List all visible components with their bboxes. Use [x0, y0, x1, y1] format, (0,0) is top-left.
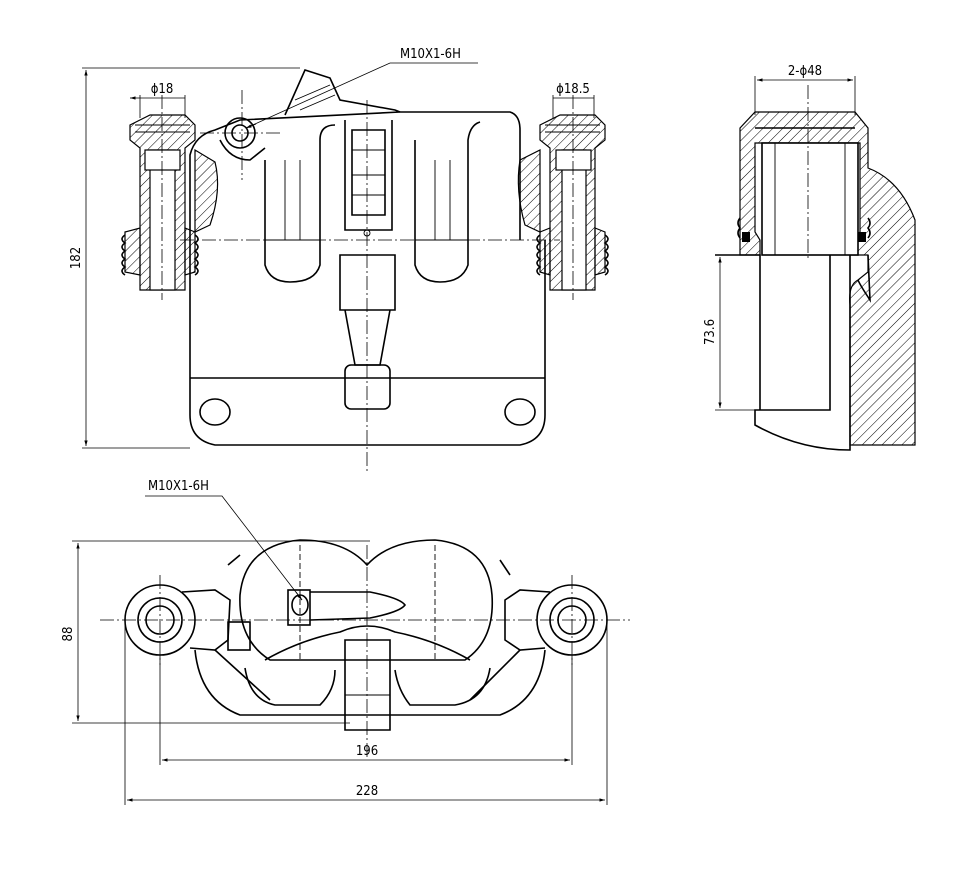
- depth-dim: 73.6: [703, 319, 718, 345]
- front-height-dim: 182: [69, 247, 84, 269]
- front-view: 182 ϕ18 ϕ18.5 M10X1-6H: [69, 47, 609, 472]
- outer-width-dim: 228: [356, 784, 378, 799]
- inner-width-dim: 196: [356, 744, 378, 759]
- top-thread-label: M10X1-6H: [148, 479, 209, 494]
- left-bore-dim: ϕ18: [151, 82, 174, 97]
- right-bore-dim: ϕ18.5: [556, 82, 590, 97]
- top-view: 88 196 228 M10X1-6H: [61, 479, 630, 805]
- section-view: 2-ϕ48 73.6: [703, 64, 916, 451]
- piston-dim: 2-ϕ48: [788, 64, 822, 79]
- right-guide-pin: [517, 114, 609, 291]
- top-height-dim: 88: [61, 627, 76, 642]
- front-thread-label: M10X1-6H: [400, 47, 461, 62]
- left-guide-pin: [121, 114, 219, 291]
